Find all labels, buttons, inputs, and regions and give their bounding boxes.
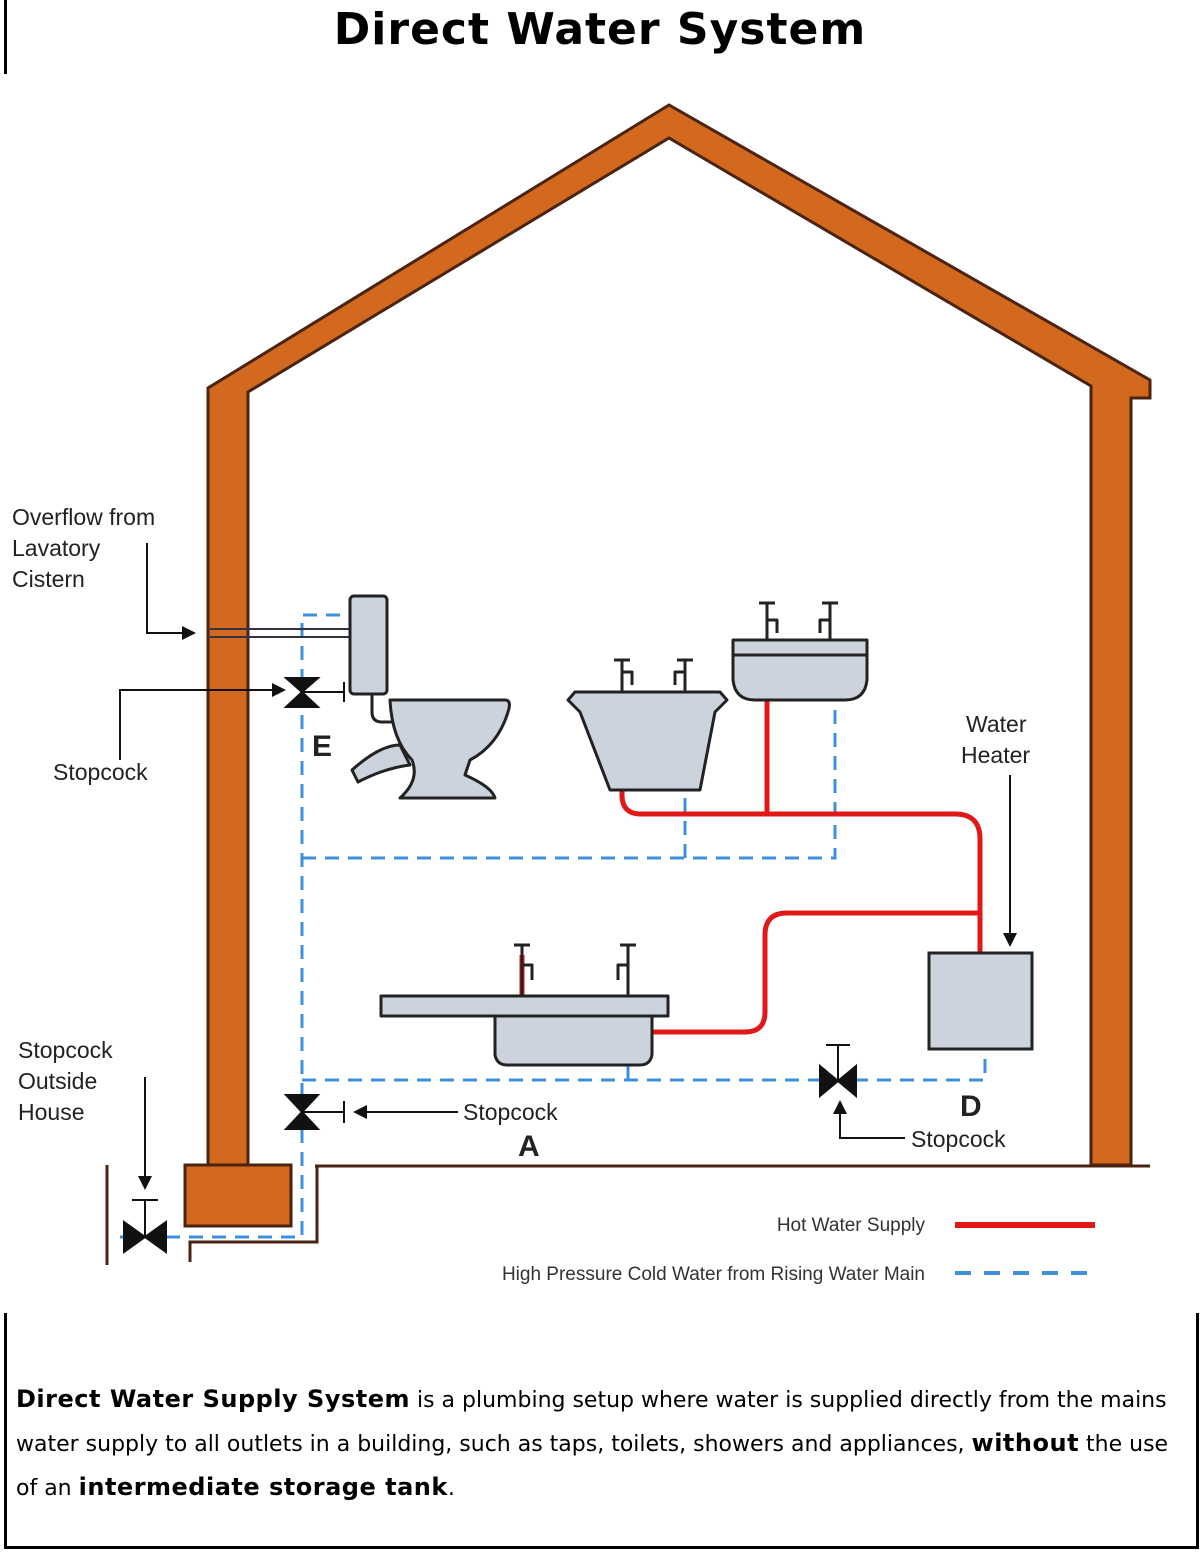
description-lead: Direct Water Supply System bbox=[16, 1385, 410, 1413]
stopcock-outside-icon bbox=[123, 1199, 167, 1254]
svg-text:Overflow from: Overflow from bbox=[12, 504, 155, 530]
svg-text:Cistern: Cistern bbox=[12, 566, 85, 592]
stopcock-outside-label-3: House bbox=[18, 1099, 84, 1125]
description-end: . bbox=[447, 1476, 455, 1501]
legend-cold-label: High Pressure Cold Water from Rising Wat… bbox=[502, 1264, 925, 1285]
cold-pipe-upper-branch bbox=[302, 640, 837, 860]
basin-tap-hot bbox=[759, 601, 779, 640]
water-heater-unit bbox=[927, 951, 1034, 1051]
stopcock-a-label: Stopcock bbox=[463, 1099, 558, 1125]
overflow-arrow bbox=[146, 543, 185, 634]
ground-corner bbox=[188, 1166, 319, 1262]
basin-fixture bbox=[731, 601, 869, 702]
cold-pipe-lower-branch bbox=[302, 1050, 987, 1082]
basin-bowl bbox=[731, 638, 869, 702]
toilet-cistern bbox=[348, 594, 389, 696]
stopcock-a-icon bbox=[283, 1094, 345, 1130]
overflow-label-2: Lavatory bbox=[12, 535, 101, 561]
stopcock-outside-label-2: Outside bbox=[18, 1068, 97, 1094]
sink-fixture bbox=[379, 943, 670, 1067]
legend-hot-label: Hot Water Supply bbox=[777, 1215, 926, 1236]
stopcock-e-label: Stopcock bbox=[53, 759, 148, 785]
bath-tub bbox=[566, 690, 729, 792]
toilet-soil-pipe bbox=[350, 743, 412, 784]
description-tank: intermediate storage tank bbox=[78, 1473, 448, 1501]
overflow-label-1: Overflow from bbox=[12, 504, 155, 530]
letter-a: A bbox=[518, 1130, 540, 1163]
bath-tap-hot bbox=[614, 658, 634, 692]
basin-tap-cold bbox=[818, 601, 838, 640]
water-heater-label-2: Heater bbox=[961, 742, 1030, 768]
stopcock-outside-label-1: Stopcock bbox=[18, 1037, 113, 1063]
arrowheads bbox=[138, 626, 1017, 1190]
overflow-label-3: Cistern bbox=[12, 566, 85, 592]
stopcock-e-arrow bbox=[119, 689, 275, 760]
bath-fixture bbox=[566, 658, 729, 792]
description-without: without bbox=[971, 1429, 1080, 1457]
letter-e: E bbox=[312, 730, 332, 763]
stopcock-e-icon bbox=[283, 677, 345, 708]
toilet-bowl bbox=[388, 698, 511, 800]
description-box bbox=[4, 1313, 1199, 1549]
stopcock-d-label: Stopcock bbox=[911, 1126, 1006, 1152]
house-structure bbox=[105, 103, 1152, 1265]
sink-tap-hot bbox=[514, 943, 534, 996]
letter-d: D bbox=[960, 1090, 982, 1123]
frame-edge bbox=[4, 0, 7, 74]
overflow-pipe bbox=[210, 628, 350, 638]
legend: Hot Water Supply High Pressure Cold Wate… bbox=[502, 1215, 1095, 1285]
page-title: Direct Water System bbox=[333, 4, 867, 55]
sink-drainer bbox=[379, 994, 670, 1018]
description-part1: is a plumbing setup where water is suppl… bbox=[16, 1388, 1167, 1457]
description-text: Direct Water Supply System is a plumbing… bbox=[16, 1378, 1192, 1510]
cold-water-pipes bbox=[120, 613, 987, 1239]
stopcock-d-arrow bbox=[839, 1110, 905, 1139]
toilet-pipe bbox=[370, 694, 398, 724]
cold-pipe-main bbox=[120, 613, 348, 1239]
foundation-left bbox=[183, 1163, 293, 1228]
stopcock-d-icon bbox=[819, 1044, 857, 1099]
sink-bowl bbox=[493, 1014, 654, 1067]
bath-tap-cold bbox=[673, 658, 693, 692]
label-leaders bbox=[119, 543, 1011, 1180]
description-part2: the use of an bbox=[16, 1432, 1169, 1501]
toilet-fixture bbox=[348, 594, 511, 800]
sink-tap-cold bbox=[616, 943, 636, 996]
hot-pipe-upper bbox=[619, 692, 983, 952]
svg-text:Lavatory: Lavatory bbox=[12, 535, 101, 561]
water-heater-label-1: Water bbox=[966, 711, 1027, 737]
